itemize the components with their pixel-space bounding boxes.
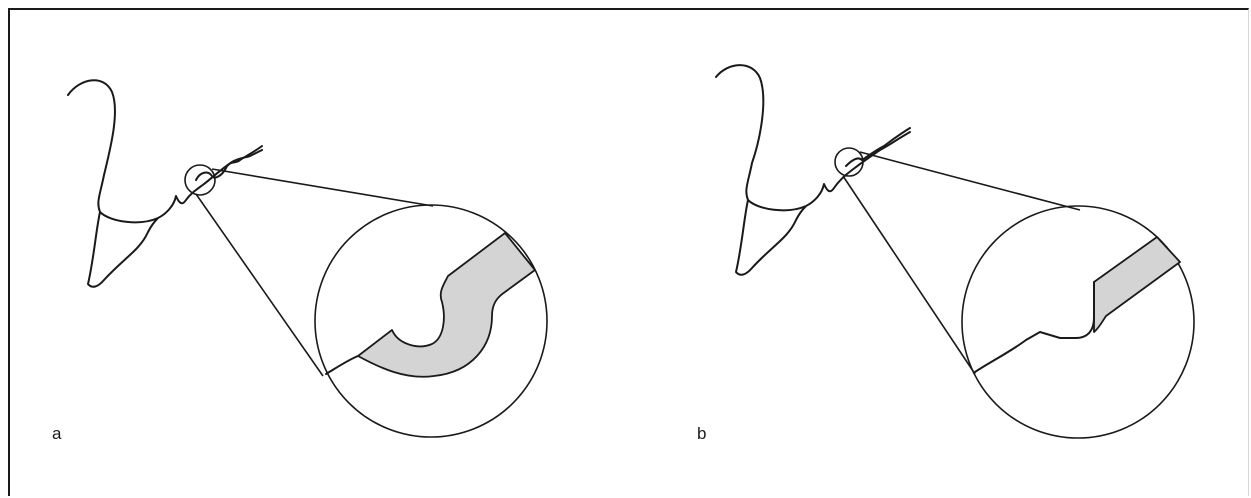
panel-b-profile-outline — [716, 65, 852, 275]
panel-b-restoration-fill — [1094, 237, 1180, 332]
panel-label-a: a — [52, 424, 61, 444]
panel-a-profile-outline — [68, 80, 204, 287]
panel-a-prep-line — [326, 356, 358, 374]
panel-b-restoration-line — [846, 128, 910, 166]
panel-b-drawing — [716, 65, 1194, 438]
panel-a-tangent-upper — [212, 169, 433, 206]
panel-b-arch-line — [852, 132, 910, 170]
panel-b-prep-line — [975, 282, 1094, 372]
panel-b-tangent-upper — [860, 152, 1080, 210]
panel-a-drawing — [68, 80, 547, 437]
panel-label-b: b — [697, 424, 706, 444]
panel-b-tangent-lower — [843, 176, 975, 374]
panel-a-arch-line — [204, 150, 262, 184]
panel-a-restoration-fill — [358, 233, 535, 377]
panel-a-magnifier-large — [315, 205, 547, 437]
panel-a-tangent-lower — [196, 194, 323, 376]
